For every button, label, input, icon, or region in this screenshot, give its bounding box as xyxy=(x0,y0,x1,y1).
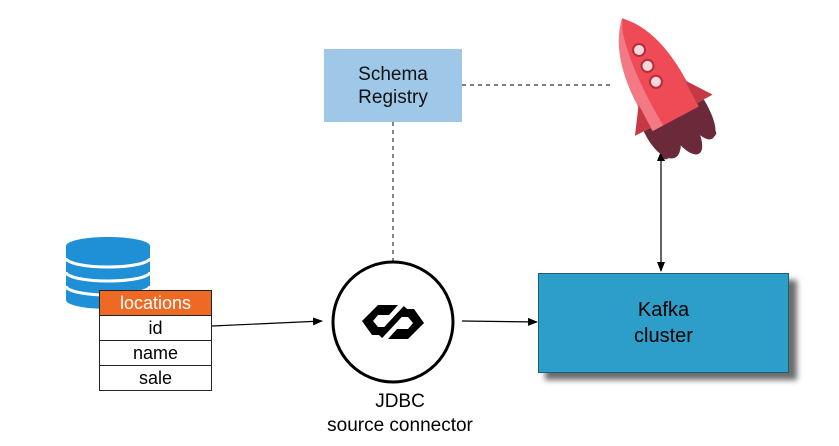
kafka-label-line1: Kafka xyxy=(637,299,690,321)
arrow-table-to-connector xyxy=(211,317,323,327)
locations-table-row: id xyxy=(99,315,212,341)
rocket-icon xyxy=(618,18,717,160)
jdbc-label-line2: source connector xyxy=(327,415,473,436)
locations-table-row: sale xyxy=(99,365,212,391)
arrow-connector-to-kafka xyxy=(461,317,538,326)
jdbc-connector-label: JDBC source connector xyxy=(300,390,500,438)
schema-registry-label-line2: Registry xyxy=(358,86,428,108)
connector-logo-icon xyxy=(331,260,455,384)
kafka-label-line2: cluster xyxy=(634,325,693,347)
locations-table-header: locations xyxy=(99,290,212,316)
schema-registry-box: Schema Registry xyxy=(324,49,462,122)
jdbc-label-line1: JDBC xyxy=(375,391,425,412)
locations-table: locations id name sale xyxy=(99,290,212,391)
schema-registry-label-line1: Schema xyxy=(358,63,428,85)
locations-table-row: name xyxy=(99,340,212,366)
kafka-cluster-box: Kafka cluster xyxy=(538,273,789,373)
